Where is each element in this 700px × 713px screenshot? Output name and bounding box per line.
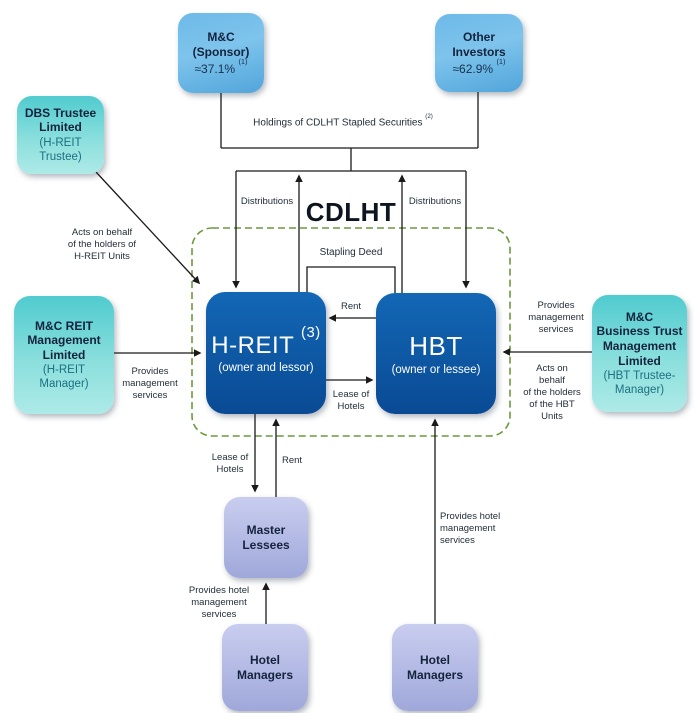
- label-rent-between: Rent: [340, 301, 362, 312]
- mc-bt-manager-title: M&C Business Trust Management Limited: [596, 309, 683, 368]
- dbs-trustee-role: (H-REIT Trustee): [39, 137, 82, 164]
- hbt-role: (owner or lessee): [391, 364, 481, 376]
- label-lease-bottom: Lease of Hotels: [211, 452, 249, 475]
- other-investors-title: Other Investors: [452, 30, 506, 59]
- label-acts-hbt: Acts on behalf of the holders of the HBT…: [523, 363, 581, 422]
- master-lessees-title: Master Lessees: [242, 522, 290, 552]
- other-investors-stake: ≈62.9% (1): [452, 57, 506, 76]
- label-provides-mgmt-right: Provides management services: [528, 300, 584, 335]
- sponsor-box: M&C (Sponsor) ≈37.1% (1): [178, 13, 264, 93]
- label-provides-mgmt-left: Provides management services: [122, 366, 178, 401]
- hbt-box: HBT (owner or lessee): [376, 293, 496, 414]
- mc-reit-manager-role: (H-REIT Manager): [39, 364, 89, 391]
- label-distributions-left: Distributions: [240, 196, 294, 207]
- label-rent-bottom: Rent: [281, 455, 303, 466]
- arrow-dbs-to-hreit: [95, 171, 201, 285]
- mc-reit-manager-box: M&C REIT Management Limited (H-REIT Mana…: [14, 296, 114, 414]
- hotel-managers-right-title: Hotel Managers: [406, 652, 464, 682]
- other-investors-box: Other Investors ≈62.9% (1): [435, 14, 523, 92]
- line-stapling-deed: [306, 266, 396, 293]
- label-stapling-deed: Stapling Deed: [319, 247, 383, 258]
- label-provides-hotel-right: Provides hotel management services: [440, 511, 501, 546]
- h-reit-role: (owner and lessor): [218, 362, 314, 374]
- mc-bt-manager-role: (HBT Trustee- Manager): [603, 370, 676, 397]
- label-acts-hreit: Acts on behalf of the holders of H-REIT …: [67, 227, 137, 262]
- hotel-managers-left-title: Hotel Managers: [236, 652, 294, 682]
- dbs-trustee-box: DBS Trustee Limited (H-REIT Trustee): [17, 96, 104, 174]
- sponsor-title: M&C (Sponsor): [192, 30, 250, 59]
- cdlht-dashed-boundary: [191, 227, 511, 437]
- label-provides-hotel-left: Provides hotel management services: [188, 585, 250, 620]
- sponsor-stake: ≈37.1% (1): [194, 57, 248, 76]
- label-holdings: Holdings of CDLHT Stapled Securities (2): [253, 113, 433, 129]
- label-distributions-right: Distributions: [408, 196, 462, 207]
- h-reit-box: H-REIT (3) (owner and lessor): [206, 292, 326, 414]
- mc-bt-manager-box: M&C Business Trust Management Limited (H…: [592, 295, 687, 412]
- diagram-title: CDLHT: [305, 197, 397, 227]
- dbs-trustee-title: DBS Trustee Limited: [24, 105, 97, 135]
- master-lessees-box: Master Lessees: [224, 497, 308, 578]
- hotel-managers-left-box: Hotel Managers: [222, 624, 308, 711]
- hbt-name: HBT: [409, 331, 463, 361]
- hotel-managers-right-box: Hotel Managers: [392, 624, 478, 711]
- mc-reit-manager-title: M&C REIT Management Limited: [27, 318, 101, 362]
- h-reit-name: H-REIT (3): [211, 325, 321, 359]
- label-lease-between: Lease of Hotels: [332, 389, 370, 412]
